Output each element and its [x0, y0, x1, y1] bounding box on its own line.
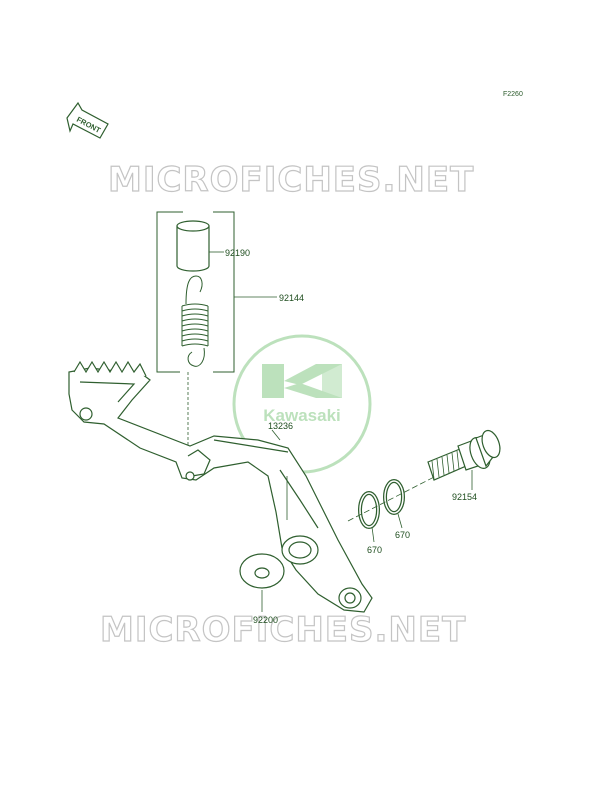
- axis-line: [347, 473, 441, 522]
- front-arrow-icon: FRONT: [66, 101, 109, 139]
- watermark-bottom: MICROFICHES.NET: [100, 610, 466, 650]
- leader-13236: [271, 429, 281, 441]
- sleeve-part: [176, 220, 224, 272]
- part-label-92190: 92190: [225, 248, 250, 258]
- watermark-top: MICROFICHES.NET: [108, 160, 474, 200]
- o-ring-part-2: [383, 479, 405, 515]
- part-label-13236: 13236: [268, 421, 293, 431]
- leader-670-2: [397, 513, 403, 529]
- kit-bracket-left: [156, 211, 183, 373]
- pivot-shaft-part: [427, 429, 501, 481]
- kit-bracket-right: [213, 211, 235, 373]
- spring-part: [181, 275, 209, 367]
- leader-670-1: [371, 526, 375, 543]
- brake-pedal-part: [68, 360, 373, 613]
- part-label-92144: 92144: [279, 293, 304, 303]
- part-label-670-a: 670: [367, 545, 382, 555]
- part-label-92200: 92200: [253, 615, 278, 625]
- o-ring-part-1: [358, 491, 380, 529]
- logo-text: Kawasaki: [263, 406, 341, 425]
- part-label-670-b: 670: [395, 530, 410, 540]
- part-label-92154: 92154: [452, 492, 477, 502]
- figure-code: F2260: [503, 91, 523, 98]
- washer-part: [239, 553, 285, 589]
